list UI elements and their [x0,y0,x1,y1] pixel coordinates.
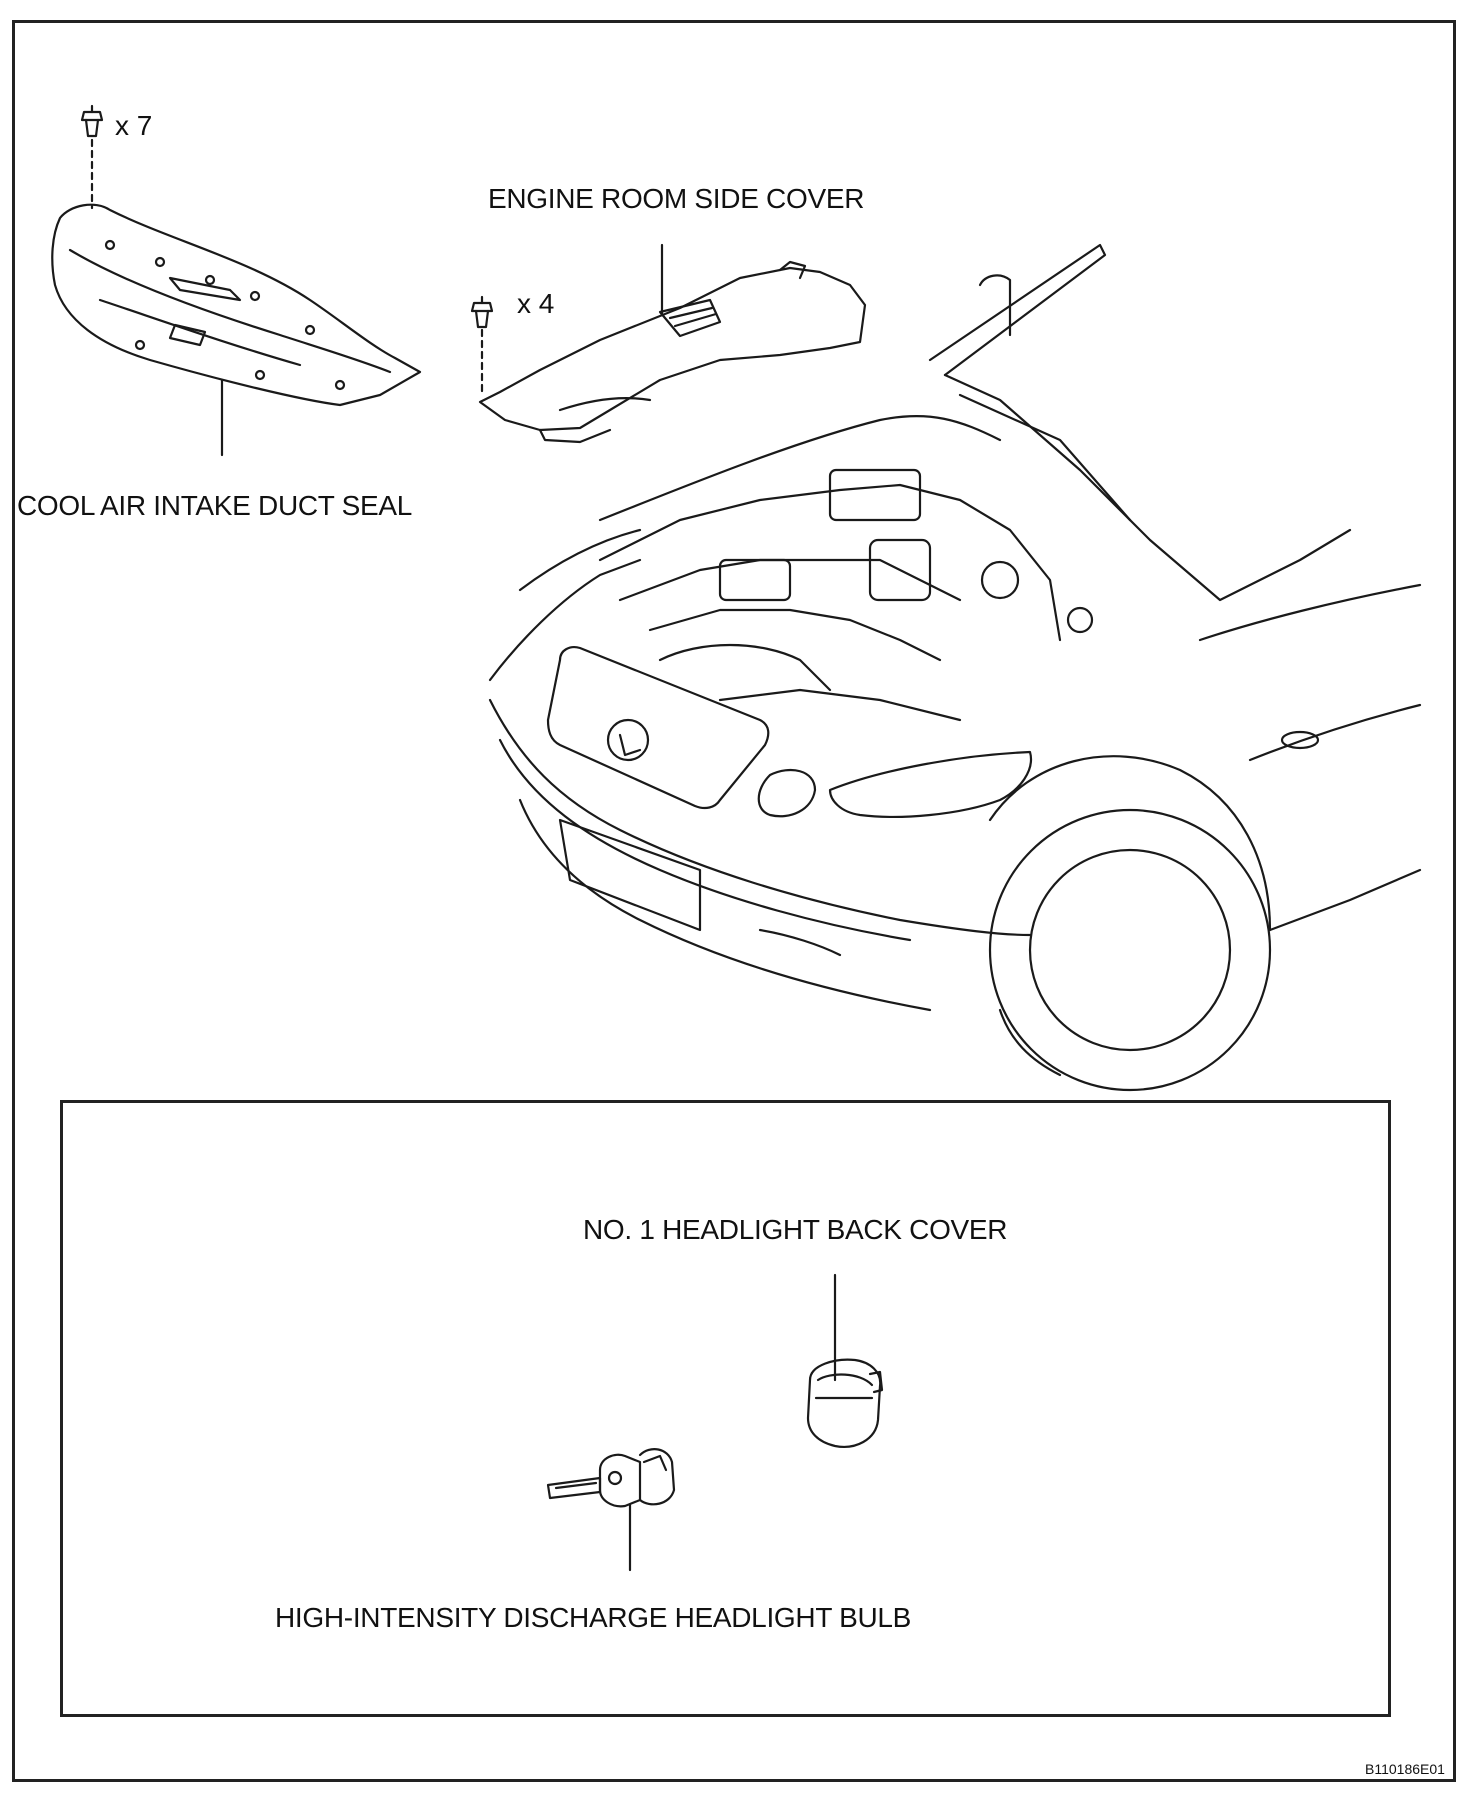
clip-x7-icon [80,104,104,138]
engine-room-side-cover-label: ENGINE ROOM SIDE COVER [488,183,865,214]
clip-x7-quantity: x 7 [115,110,153,141]
headlight-inset-box [60,1100,1391,1717]
no1-headlight-back-cover-label: NO. 1 HEADLIGHT BACK COVER [583,1214,1008,1245]
headlight-back-cover-part [806,1358,884,1448]
cool-air-intake-duct-seal-part [51,203,422,407]
clip-x4-icon [470,295,494,329]
vehicle-front-drawing [488,243,1422,1092]
figure-code: B110186E01 [1365,1761,1445,1777]
clip-x4-quantity: x 4 [517,288,555,319]
engine-room-side-cover-part [478,260,867,444]
cool-air-intake-duct-seal-label: COOL AIR INTAKE DUCT SEAL [17,490,412,521]
hid-headlight-bulb-label: HIGH-INTENSITY DISCHARGE HEADLIGHT BULB [275,1602,912,1633]
hid-headlight-bulb-part [546,1448,676,1508]
figure-frame [12,20,1456,1782]
